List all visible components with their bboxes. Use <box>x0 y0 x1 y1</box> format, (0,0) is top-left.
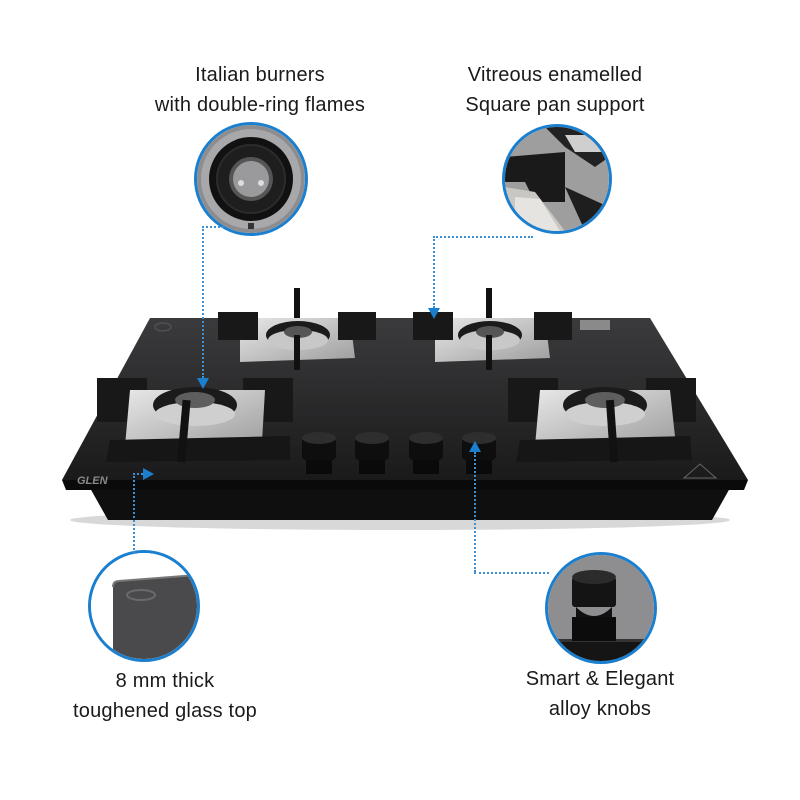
caption-pan-support: Vitreous enamelled Square pan support <box>430 60 680 120</box>
glass-edge-closeup-icon <box>88 550 200 662</box>
arrow-knobs <box>469 441 481 452</box>
brand-logo: GLEN <box>77 475 109 487</box>
caption-knobs: Smart & Elegant alloy knobs <box>490 664 710 724</box>
pan-support-closeup-icon <box>502 124 612 234</box>
connector-glass-top-horizontal <box>133 473 143 475</box>
caption-burners: Italian burners with double-ring flames <box>120 60 400 120</box>
caption-glass-top-line1: 8 mm thick <box>115 670 215 692</box>
caption-knobs-line2: alloy knobs <box>548 698 652 720</box>
knob-closeup-icon <box>545 552 657 664</box>
connector-knobs-horizontal <box>474 572 549 574</box>
caption-knobs-line1: Smart & Elegant <box>525 668 675 690</box>
caption-glass-top: 8 mm thick toughened glass top <box>50 666 280 726</box>
burner-closeup-icon <box>194 122 308 236</box>
arrow-pan-support <box>428 308 440 319</box>
cooktop-image: GLEN <box>0 280 800 540</box>
arrow-burners <box>197 378 209 389</box>
connector-burners <box>202 226 224 228</box>
caption-pan-support-line1: Vitreous enamelled <box>467 64 643 86</box>
connector-burners-vertical <box>202 226 204 378</box>
connector-pan-support <box>433 236 533 238</box>
caption-pan-support-line2: Square pan support <box>465 94 645 116</box>
connector-knobs <box>474 452 476 572</box>
connector-glass-top <box>133 473 135 553</box>
arrow-glass-top <box>143 468 154 480</box>
caption-glass-top-line2: toughened glass top <box>73 700 257 722</box>
connector-pan-support-vertical <box>433 236 435 308</box>
caption-burners-line1: Italian burners <box>195 64 325 86</box>
caption-burners-line2: with double-ring flames <box>154 94 366 116</box>
